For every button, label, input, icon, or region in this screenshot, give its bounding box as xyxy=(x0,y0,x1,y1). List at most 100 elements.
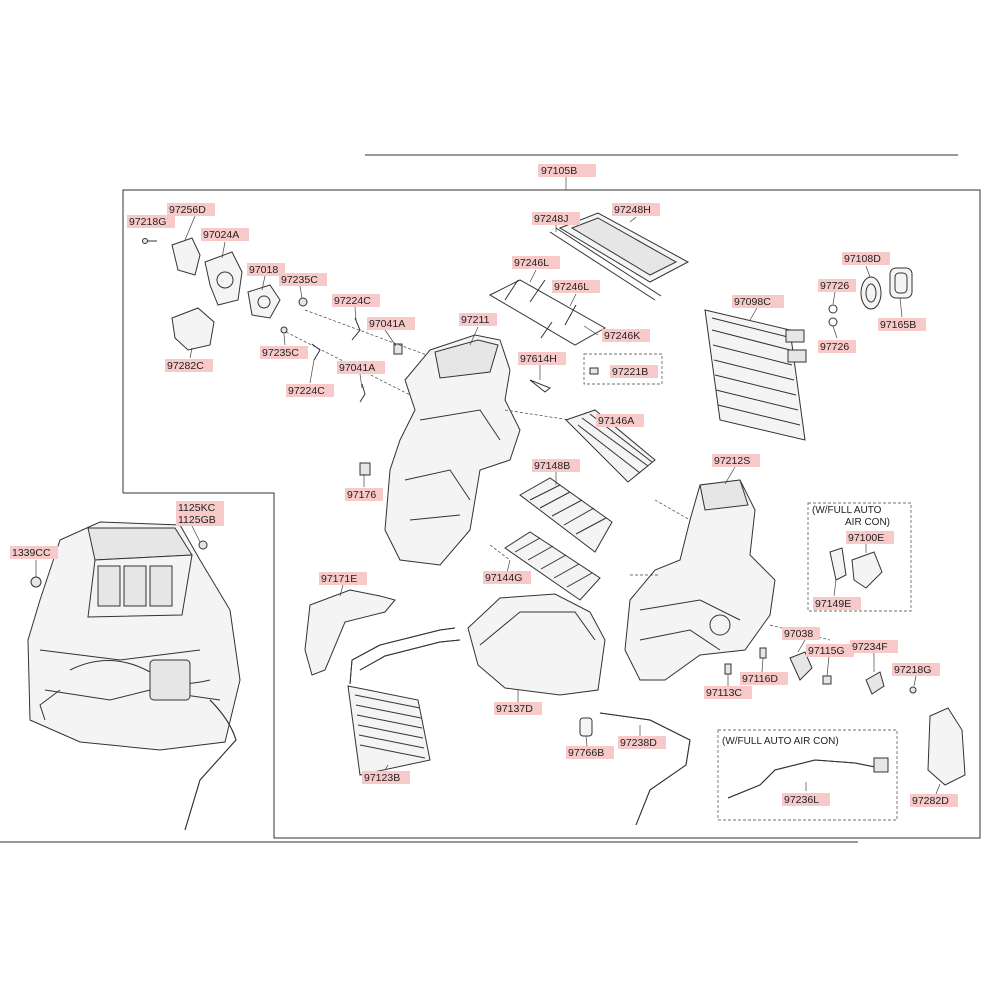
svg-text:97726: 97726 xyxy=(820,341,849,353)
svg-text:97236L: 97236L xyxy=(784,794,819,806)
svg-text:97113C: 97113C xyxy=(706,687,742,699)
svg-text:97024A: 97024A xyxy=(203,229,239,241)
part-label: 97282C xyxy=(165,359,213,372)
fff xyxy=(583,353,663,385)
part-label: 97165B xyxy=(878,318,926,331)
svg-text:97218G: 97218G xyxy=(894,664,931,676)
part-label: 97224C xyxy=(332,294,380,307)
svg-text:97116D: 97116D xyxy=(742,673,778,685)
svg-text:97282C: 97282C xyxy=(167,360,204,372)
svg-text:97256D: 97256D xyxy=(169,204,206,216)
svg-text:97282D: 97282D xyxy=(912,795,949,807)
part-label: 97246L xyxy=(552,280,600,293)
part-label: 97038 xyxy=(782,627,820,640)
svg-text:97018: 97018 xyxy=(249,264,278,276)
part-label: 97236L xyxy=(782,793,830,806)
part-label: 97221B xyxy=(610,365,658,378)
duct-bracket xyxy=(304,589,396,676)
heater-case-right xyxy=(624,479,776,681)
part-label: 97018 xyxy=(247,263,285,276)
mode-actuator-parts xyxy=(142,237,441,403)
part-label: 97614H xyxy=(518,352,566,365)
svg-text:97614H: 97614H xyxy=(520,353,557,365)
part-label: 97224C xyxy=(286,384,334,397)
part-label: 97108D xyxy=(842,252,890,265)
svg-text:97115G: 97115G xyxy=(808,645,845,657)
svg-text:1339CC: 1339CC xyxy=(12,547,51,559)
part-label: 97726 xyxy=(818,340,856,353)
svg-text:97146A: 97146A xyxy=(598,415,634,427)
part-label: 97248H xyxy=(612,203,660,216)
part-label: 97176 xyxy=(345,488,383,501)
svg-text:97041A: 97041A xyxy=(369,318,405,330)
part-label: 97123B xyxy=(362,771,410,784)
svg-text:97246K: 97246K xyxy=(604,330,640,342)
note-full-auto-1: (W/FULL AUTO xyxy=(812,505,882,516)
note-full-auto-2: AIR CON) xyxy=(845,517,890,528)
svg-text:97248H: 97248H xyxy=(614,204,651,216)
part-label: 97218G xyxy=(892,663,940,676)
part-label: 97246L xyxy=(512,256,560,269)
svg-text:97212S: 97212S xyxy=(714,455,750,467)
svg-text:97171E: 97171E xyxy=(321,573,357,585)
part-label: 97098C xyxy=(732,295,784,308)
air-mix-doors xyxy=(504,477,613,601)
svg-text:97137D: 97137D xyxy=(496,703,533,715)
svg-text:97041A: 97041A xyxy=(339,362,375,374)
part-label: 97137D xyxy=(494,702,542,715)
svg-text:97218G: 97218G xyxy=(129,216,166,228)
part-label: 97246K xyxy=(602,329,650,342)
svg-text:97246L: 97246L xyxy=(514,257,549,269)
assembly-frame xyxy=(122,189,981,839)
svg-text:97235C: 97235C xyxy=(262,347,299,359)
svg-text:97248J: 97248J xyxy=(534,213,568,225)
svg-text:97224C: 97224C xyxy=(288,385,325,397)
note-full-auto-3: (W/FULL AUTO AIR CON) xyxy=(722,736,839,747)
part-label: 97212S xyxy=(712,454,760,467)
assembled-heater-unit xyxy=(27,521,241,831)
actuator-97282d xyxy=(927,707,966,786)
part-label: 97148B xyxy=(532,459,580,472)
svg-text:97766B: 97766B xyxy=(568,747,604,759)
part-label: 97211 xyxy=(459,313,497,326)
svg-text:97235C: 97235C xyxy=(281,274,318,286)
svg-text:97108D: 97108D xyxy=(844,253,881,265)
part-label: 1125KC xyxy=(176,501,224,514)
part-label: 97149E xyxy=(813,597,861,610)
part-label: 97024A xyxy=(201,228,249,241)
svg-text:97176: 97176 xyxy=(347,489,376,501)
leader-lines xyxy=(184,215,941,795)
part-label: 1125GB xyxy=(176,513,224,526)
part-label: 97256D xyxy=(167,203,215,216)
part-label: 97234F xyxy=(850,640,898,653)
part-label: 97115G xyxy=(806,644,854,657)
part-label: 97041A xyxy=(367,317,415,330)
heater-core xyxy=(347,627,461,776)
part-label: 97105B xyxy=(538,164,596,177)
part-label: 97113C xyxy=(704,686,752,699)
part-label: 97146A xyxy=(596,414,644,427)
part-label: 97248J xyxy=(532,212,580,225)
part-label: 97116D xyxy=(740,672,788,685)
svg-text:1125KC: 1125KC xyxy=(178,502,216,514)
svg-text:97148B: 97148B xyxy=(534,460,570,472)
svg-text:97038: 97038 xyxy=(784,628,813,640)
svg-text:97149E: 97149E xyxy=(815,598,851,610)
evaporator-core xyxy=(704,309,807,441)
svg-text:97726: 97726 xyxy=(820,280,849,292)
part-label: 97238D xyxy=(618,736,666,749)
air-filter-parts xyxy=(488,212,690,346)
svg-text:97144G: 97144G xyxy=(485,572,522,584)
part-label: 97235C xyxy=(260,346,308,359)
part-label: 97171E xyxy=(319,572,367,585)
part-label: 97726 xyxy=(818,279,856,292)
part-label: 97218G xyxy=(127,215,175,228)
svg-text:97105B: 97105B xyxy=(541,165,577,177)
svg-text:97123B: 97123B xyxy=(364,772,400,784)
part-label: 97282D xyxy=(910,794,958,807)
svg-text:97238D: 97238D xyxy=(620,737,657,749)
svg-text:97100E: 97100E xyxy=(848,532,884,544)
part-label: 97235C xyxy=(279,273,327,286)
part-label: 1339CC xyxy=(10,546,58,559)
